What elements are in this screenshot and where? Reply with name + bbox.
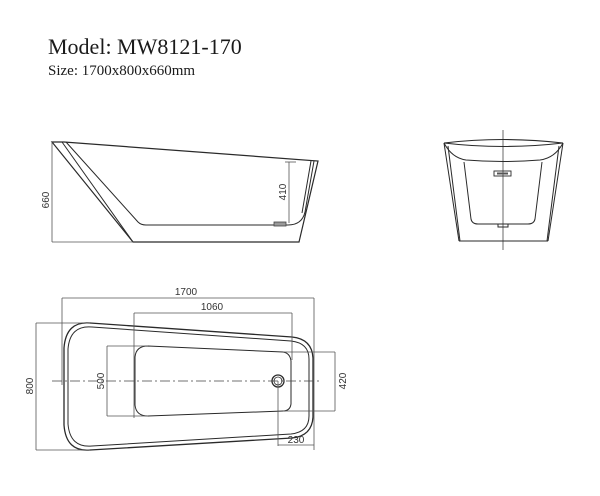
plan-view: [52, 322, 322, 451]
plan-width-label: 800: [25, 377, 36, 394]
model-title: Model: MW8121-170: [48, 34, 242, 59]
plan-drain-width-label: 420: [338, 372, 349, 389]
plan-length-label: 1700: [175, 287, 198, 298]
side-view: [50, 141, 319, 243]
side-height-label: 660: [41, 191, 52, 208]
plan-drain-offset-label: 230: [288, 435, 305, 446]
plan-inner-width-label: 500: [96, 372, 107, 389]
plan-dimensions: [35, 297, 336, 451]
front-view: [443, 130, 564, 250]
size-subtitle: Size: 1700x800x660mm: [48, 63, 196, 79]
side-inner-depth-label: 410: [278, 183, 289, 200]
plan-inner-length-label: 1060: [201, 302, 224, 313]
